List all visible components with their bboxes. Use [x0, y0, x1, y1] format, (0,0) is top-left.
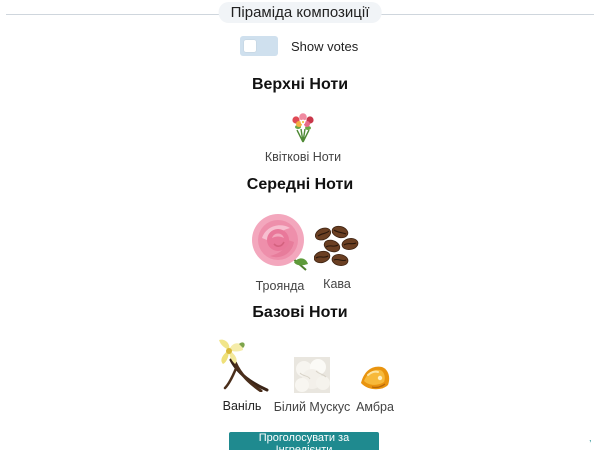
show-votes-label: Show votes: [291, 38, 359, 54]
flower-bouquet-icon: [287, 111, 319, 148]
base-notes-title: Базові Ноти: [252, 304, 348, 321]
section-title: Піраміда композиції: [218, 2, 382, 23]
pyramid-section-header: Піраміда композиції: [0, 2, 600, 28]
note-coffee[interactable]: Кава: [313, 224, 360, 291]
coffee-beans-icon: [313, 224, 360, 275]
note-white-musk[interactable]: Білий Мускус: [272, 357, 352, 414]
note-floral[interactable]: Квіткові Ноти: [262, 111, 344, 164]
vote-ingredients-button[interactable]: Проголосувати за Інгредієнти: [229, 432, 379, 450]
top-notes-title: Верхні Ноти: [251, 76, 349, 93]
note-label: Квіткові Ноти: [264, 150, 342, 164]
toggle-knob: [244, 40, 256, 52]
amber-icon: [358, 361, 392, 398]
white-musk-icon: [294, 357, 330, 398]
note-label: Білий Мускус: [273, 400, 351, 414]
note-label: Ваніль: [222, 399, 262, 413]
note-label: Амбра: [356, 400, 394, 414]
note-amber[interactable]: Амбра: [355, 361, 395, 414]
rose-icon: [250, 212, 310, 277]
note-vanilla[interactable]: Ваніль: [213, 336, 271, 413]
note-label: Троянда: [255, 279, 305, 293]
vanilla-icon: [213, 336, 271, 397]
show-votes-toggle[interactable]: [240, 36, 278, 56]
middle-notes-title: Середні Ноти: [246, 176, 354, 193]
note-rose[interactable]: Троянда: [250, 212, 310, 293]
corner-marker: ,: [589, 433, 592, 443]
note-label: Кава: [323, 277, 351, 291]
show-votes-toggle-row: Show votes: [240, 36, 358, 56]
